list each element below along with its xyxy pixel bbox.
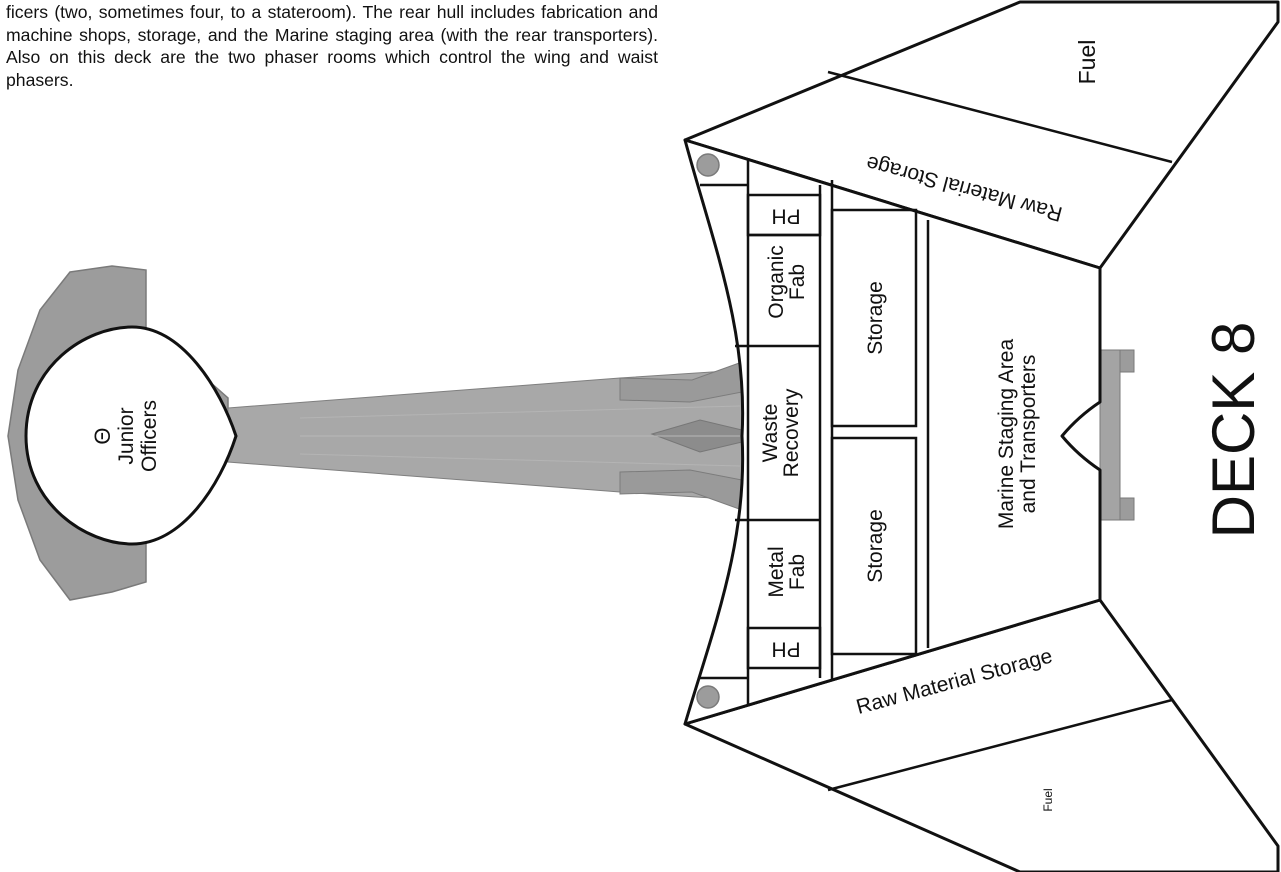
organic-fab-label-2: Fab	[786, 264, 809, 300]
metal-fab-label-2: Fab	[786, 554, 809, 590]
marine-staging-label-1: Marine Staging Area	[995, 339, 1018, 530]
storage-upper-label: Storage	[864, 281, 887, 355]
metal-fab-label-1: Metal	[765, 546, 788, 597]
boom-detail-lower	[619, 469, 743, 511]
fuel-bottom-label: Fuel	[1041, 788, 1055, 811]
junior-officers-label-2: Officers	[138, 400, 161, 472]
intro-paragraph: ficers (two, sometimes four, to a stater…	[6, 2, 658, 90]
fuel-top-label: Fuel	[1074, 40, 1100, 85]
junior-officers-label-1: Junior	[115, 407, 138, 464]
boom-detail-upper	[619, 361, 743, 403]
waste-recovery-label-2: Recovery	[780, 388, 803, 477]
saucer-section: Θ Junior Officers	[7, 265, 743, 601]
engineering-hull	[683, 0, 1280, 872]
junior-officers-room	[24, 325, 238, 546]
storage-lower-label: Storage	[864, 509, 887, 583]
port-marker-top	[696, 153, 720, 177]
marine-staging-label-2: and Transporters	[1017, 355, 1040, 514]
waste-recovery-label-1: Waste	[759, 404, 782, 463]
central-hull	[683, 138, 1102, 726]
aft-transporter-nub	[1099, 349, 1135, 521]
junior-officers-symbol: Θ	[90, 427, 115, 444]
ph-top-label: PH	[771, 204, 800, 227]
ph-bottom-label: PH	[771, 637, 800, 660]
organic-fab-label-1: Organic	[765, 245, 788, 319]
room-grid	[696, 153, 930, 709]
port-marker-bottom	[696, 685, 720, 709]
deck-title: DECK 8	[1200, 322, 1267, 539]
